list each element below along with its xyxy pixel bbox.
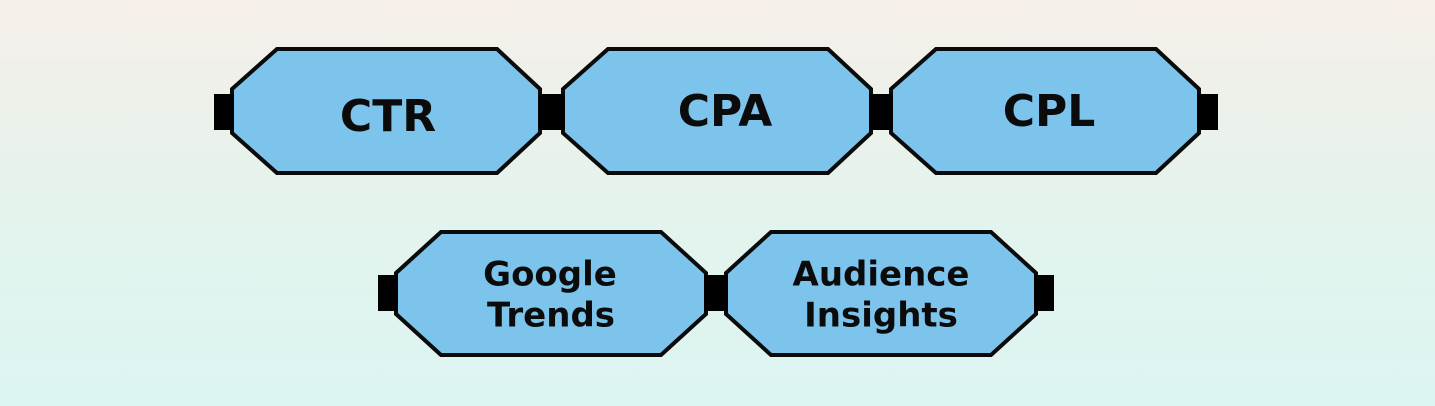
connector-right-row-1 [1197, 94, 1218, 130]
node-cpa-label: CPA [678, 86, 773, 137]
node-ctr-label: CTR [340, 91, 436, 142]
connector-cpa-cpl [869, 94, 893, 130]
node-google-trends-label-line-1: Google [483, 255, 617, 295]
connector-left-row-2 [378, 275, 398, 311]
node-audience-insights-label-line-2: Insights [804, 296, 958, 336]
connector-left-row-1 [214, 94, 234, 130]
row-2: Google Trends Audience Insights [378, 230, 1054, 357]
connector-trends-insights [704, 275, 728, 311]
connector-ctr-cpa [539, 94, 565, 130]
node-cpl-label: CPL [1003, 86, 1096, 137]
node-audience-insights-label-line-1: Audience [793, 255, 970, 295]
connector-right-row-2 [1034, 275, 1054, 311]
node-google-trends-label-line-2: Trends [487, 296, 615, 336]
row-1: CTR CPA CPL [214, 47, 1218, 175]
